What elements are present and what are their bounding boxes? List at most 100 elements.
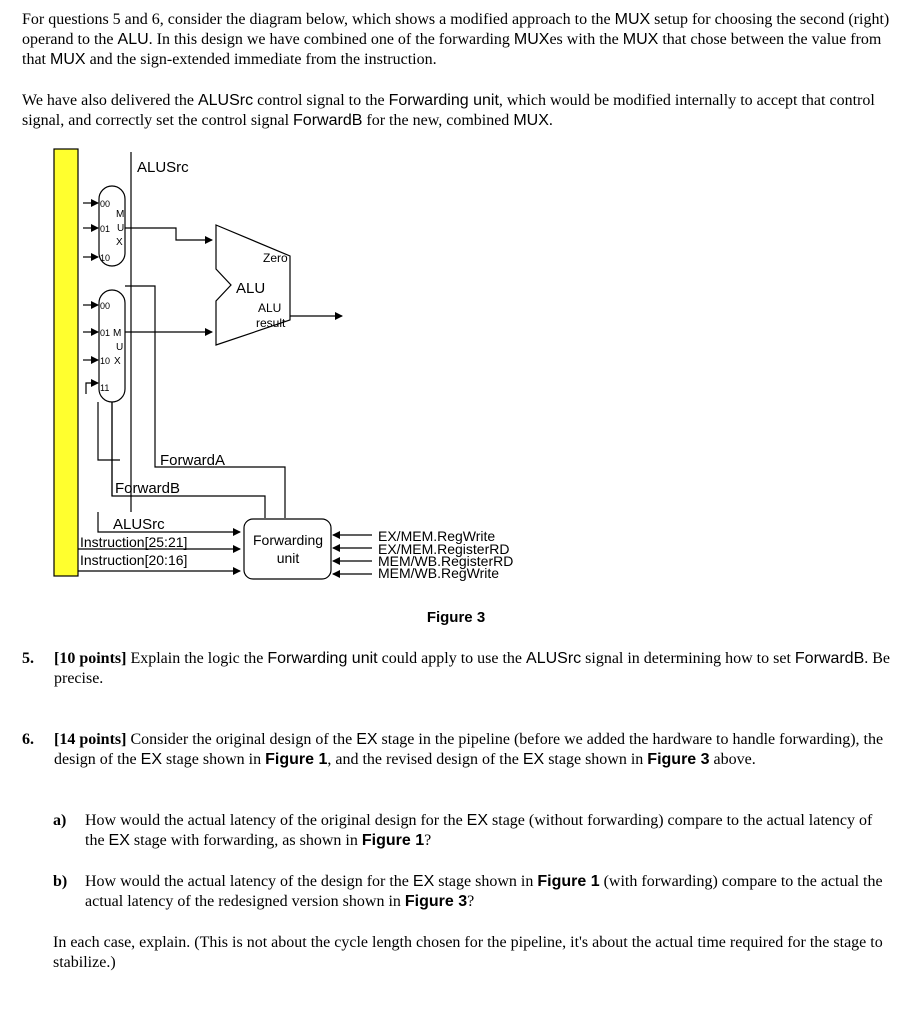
- text-segment: stage (without forwarding) compare to th…: [85, 812, 873, 849]
- text-segment: ALUSrc: [197, 92, 254, 109]
- pipeline-register: [53, 148, 79, 577]
- forwarding-unit-label-2: unit: [277, 550, 300, 566]
- text-segment: stage with forwarding, as shown in: [129, 832, 362, 849]
- mux2-input-01: 01: [100, 328, 110, 338]
- mux2-input-10: 10: [100, 356, 110, 366]
- alu-label: ALU: [236, 280, 265, 297]
- text-segment: , and the revised design of the: [327, 751, 523, 768]
- mux2-letter-x: X: [114, 356, 121, 367]
- question-5-number: 5.: [22, 650, 34, 667]
- text-segment: setup for choosing the second (right) op…: [22, 11, 890, 48]
- text-segment: Figure 1: [265, 751, 328, 768]
- text-segment: MUX: [50, 51, 86, 68]
- text-segment: that chose between the value from that: [22, 31, 882, 68]
- text-segment: , which would be modified internally to …: [22, 92, 875, 129]
- question-6b-label: b): [53, 873, 68, 890]
- figure-caption: Figure 3: [427, 609, 485, 626]
- text-segment: (with forwarding) compare to the actual …: [85, 873, 883, 910]
- forwarding-unit: [243, 518, 332, 580]
- text-segment: EX: [140, 751, 162, 768]
- forwarding-unit-label-1: Forwarding: [253, 532, 323, 548]
- text-segment: stage shown in: [544, 751, 648, 768]
- mux1-letter-u: U: [117, 223, 124, 234]
- text-segment: es with the: [549, 31, 623, 48]
- text-segment: ALU: [117, 31, 149, 48]
- text-segment: How would the actual latency of the orig…: [85, 812, 467, 829]
- question-6-number: 6.: [22, 731, 34, 748]
- signal-memwb-registerrd: MEM/WB.RegisterRD: [378, 553, 513, 569]
- text-segment: could apply to use the: [377, 650, 527, 667]
- question-6b: b) How would the actual latency of the d…: [53, 872, 893, 914]
- alusrc-top-label: ALUSrc: [137, 159, 189, 176]
- mux1-input-10: 10: [100, 253, 110, 263]
- text-segment: ?: [424, 832, 432, 849]
- intro-paragraph-2: We have also delivered the ALUSrc contro…: [22, 91, 892, 131]
- text-segment: ForwardB: [293, 112, 363, 129]
- text-segment: stage shown in: [162, 751, 266, 768]
- instruction-rt-label: Instruction[20:16]: [80, 552, 187, 568]
- text-segment: signal in determining how to set: [581, 650, 795, 667]
- mux2-input-00: 00: [100, 301, 110, 311]
- text-segment: and the sign-extended immediate from the…: [85, 51, 437, 68]
- text-segment: Consider the original design of the: [126, 731, 357, 748]
- text-segment: Forwarding unit: [267, 650, 378, 667]
- mux2-letter-m: M: [113, 328, 121, 339]
- alusrc-bottom-label: ALUSrc: [113, 516, 165, 533]
- forward-a-mux: [98, 185, 126, 267]
- forward-a-label: ForwardA: [160, 452, 225, 469]
- mux1-letter-x: X: [116, 237, 123, 248]
- text-segment: Figure 1: [361, 832, 425, 849]
- text-segment: ALUSrc: [526, 650, 582, 667]
- text-segment: [10 points]: [54, 650, 127, 667]
- text-segment: MUX: [614, 11, 651, 28]
- text-segment: How would the actual latency of the desi…: [85, 873, 413, 890]
- question-6b-text: How would the actual latency of the desi…: [85, 872, 893, 912]
- text-segment: ?: [467, 893, 475, 910]
- text-segment: .: [548, 112, 553, 129]
- text-segment: [14 points]: [54, 731, 127, 748]
- text-segment: EX: [356, 731, 378, 748]
- intro-paragraph-1: For questions 5 and 6, consider the diag…: [22, 10, 892, 70]
- question-6a-label: a): [53, 812, 67, 829]
- text-segment: MUX: [513, 31, 550, 48]
- mux1-input-01: 01: [100, 224, 110, 234]
- text-segment: EX: [108, 832, 130, 849]
- question-6: 6. [14 points] Consider the original des…: [22, 730, 894, 792]
- alu-result-label-1: ALU: [258, 301, 281, 315]
- mux1-input-00: 00: [100, 199, 110, 209]
- question-5-text: [10 points] Explain the logic the Forwar…: [54, 649, 894, 689]
- signal-exmem-regwrite: EX/MEM.RegWrite: [378, 528, 495, 544]
- alu-result-label-2: result: [256, 316, 286, 330]
- figure-3-diagram: ALUSrc M U X 00 01 10 M U X 00 01 10 11 …: [53, 148, 513, 626]
- question-6-text: [14 points] Consider the original design…: [54, 730, 894, 770]
- instruction-rs-label: Instruction[25:21]: [80, 534, 187, 550]
- text-segment: Figure 1: [537, 873, 600, 890]
- alu-zero-label: Zero: [263, 251, 288, 265]
- forward-b-label: ForwardB: [115, 480, 180, 497]
- text-segment: EX: [522, 751, 545, 768]
- question-6a: a) How would the actual latency of the o…: [53, 811, 893, 853]
- question-6a-text: How would the actual latency of the orig…: [85, 811, 893, 851]
- text-segment: For questions 5 and 6, consider the diag…: [22, 11, 615, 28]
- text-segment: EX: [466, 812, 489, 829]
- text-segment: We have also delivered the: [22, 92, 198, 109]
- text-segment: stage in the pipeline (before we added t…: [54, 731, 884, 768]
- text-segment: ForwardB: [794, 650, 865, 667]
- question-5: 5. [10 points] Explain the logic the For…: [22, 649, 894, 691]
- text-segment: EX: [412, 873, 435, 890]
- text-segment: Explain the logic the: [126, 650, 268, 667]
- mux1-letter-m: M: [116, 209, 124, 220]
- alu: [215, 224, 291, 346]
- text-segment: stage shown in: [434, 873, 538, 890]
- signal-exmem-registerrd: EX/MEM.RegisterRD: [378, 541, 509, 557]
- text-segment: for the new, combined: [362, 112, 514, 129]
- mux2-letter-u: U: [116, 342, 123, 353]
- text-segment: MUX: [513, 112, 549, 129]
- text-segment: MUX: [622, 31, 659, 48]
- question-6-closing: In each case, explain. (This is not abou…: [53, 934, 883, 971]
- signal-memwb-regwrite: MEM/WB.RegWrite: [378, 565, 499, 581]
- text-segment: Forwarding unit: [388, 92, 499, 109]
- text-segment: . In this design we have combined one of…: [148, 31, 514, 48]
- mux2-input-11: 11: [100, 383, 109, 393]
- text-segment: control signal to the: [253, 92, 389, 109]
